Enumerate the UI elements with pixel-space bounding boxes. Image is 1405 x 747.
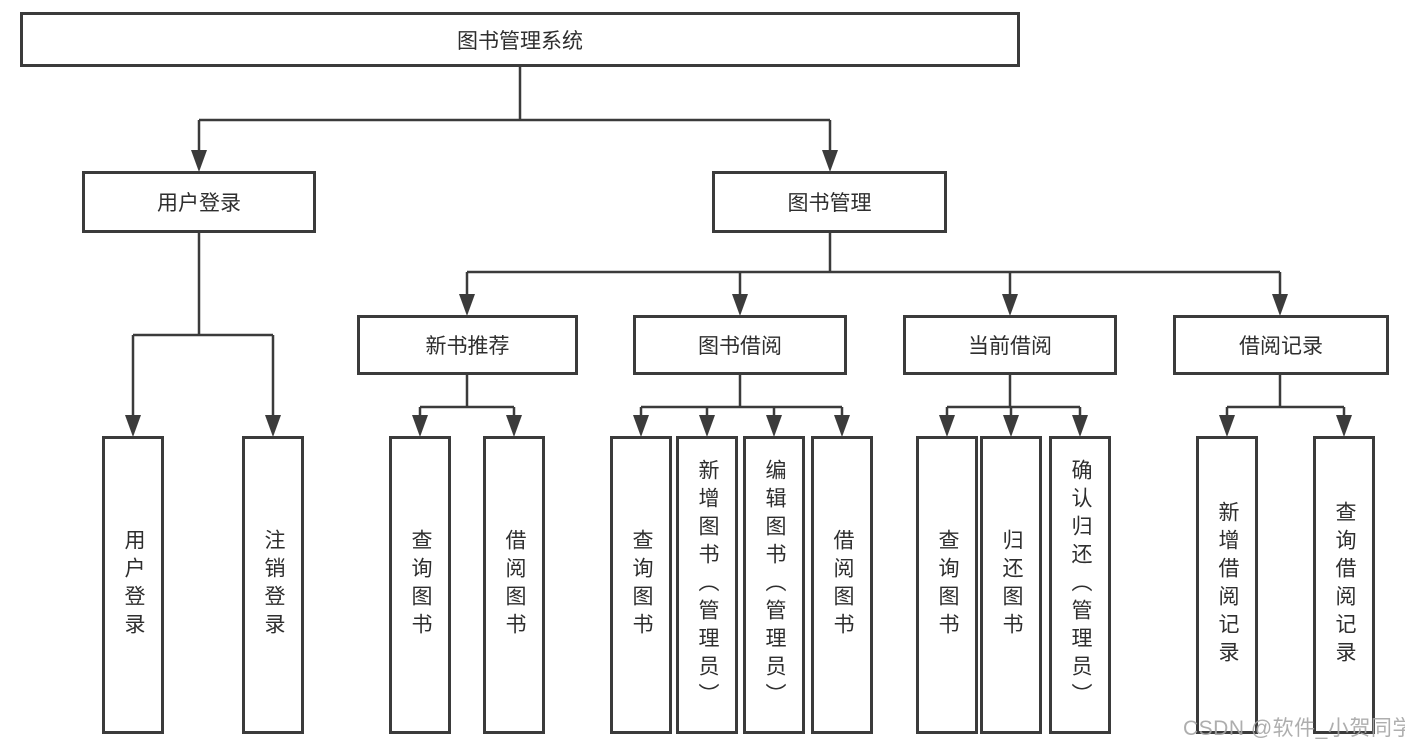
leaf-borrow-book-borrow-label: 借阅图书 [831, 529, 855, 641]
node-book-mgmt-label: 图书管理 [787, 192, 872, 215]
arrowhead-icon [1336, 415, 1352, 437]
arrowhead-icon [1272, 294, 1288, 316]
arrowhead-icon [834, 415, 850, 437]
leaf-query-book-current-label: 查询图书 [936, 529, 960, 641]
leaf-query-book-rec: 查询图书 [389, 436, 451, 734]
arrowhead-icon [191, 150, 207, 172]
leaf-return-book: 归还图书 [980, 436, 1042, 734]
arrowhead-icon [699, 415, 715, 437]
node-book-borrow-label: 图书借阅 [698, 335, 782, 358]
leaf-borrow-book-rec: 借阅图书 [483, 436, 545, 734]
node-borrow-record-label: 借阅记录 [1239, 335, 1323, 358]
leaf-query-book-borrow: 查询图书 [610, 436, 672, 734]
node-current-borrow-label: 当前借阅 [968, 335, 1052, 358]
arrowhead-icon [125, 415, 141, 437]
leaf-logout-label: 注销登录 [262, 529, 286, 641]
leaf-query-record-label: 查询借阅记录 [1333, 501, 1357, 669]
arrowhead-icon [265, 415, 281, 437]
leaf-query-book-current: 查询图书 [916, 436, 978, 734]
leaf-query-book-rec-label: 查询图书 [409, 529, 433, 641]
leaf-confirm-return-label: 确认归还（管理员） [1069, 459, 1093, 711]
leaf-query-record: 查询借阅记录 [1313, 436, 1375, 734]
node-user-login-label: 用户登录 [157, 192, 241, 215]
arrowhead-icon [1072, 415, 1088, 437]
arrowhead-icon [412, 415, 428, 437]
node-new-book-rec-label: 新书推荐 [425, 335, 510, 358]
arrowhead-icon [633, 415, 649, 437]
leaf-add-book: 新增图书（管理员） [676, 436, 738, 734]
arrowhead-icon [1219, 415, 1235, 437]
leaf-edit-book: 编辑图书（管理员） [743, 436, 805, 734]
leaf-user-login: 用户登录 [102, 436, 164, 734]
leaf-add-record: 新增借阅记录 [1196, 436, 1258, 734]
leaf-add-record-label: 新增借阅记录 [1216, 501, 1240, 669]
leaf-add-book-label: 新增图书（管理员） [696, 459, 720, 711]
arrowhead-icon [939, 415, 955, 437]
node-root-label: 图书管理系统 [457, 29, 583, 53]
node-book-mgmt: 图书管理 [712, 171, 947, 233]
leaf-user-login-label: 用户登录 [122, 529, 146, 641]
leaf-borrow-book-rec-label: 借阅图书 [503, 529, 527, 641]
leaf-borrow-book-borrow: 借阅图书 [811, 436, 873, 734]
arrowhead-icon [732, 294, 748, 316]
node-new-book-rec: 新书推荐 [357, 315, 578, 375]
arrowhead-icon [459, 294, 475, 316]
arrowhead-icon [1002, 294, 1018, 316]
node-current-borrow: 当前借阅 [903, 315, 1117, 375]
arrowhead-icon [1003, 415, 1019, 437]
leaf-edit-book-label: 编辑图书（管理员） [763, 459, 787, 711]
arrowhead-icon [766, 415, 782, 437]
arrowhead-icon [506, 415, 522, 437]
arrowhead-icon [822, 150, 838, 172]
node-book-borrow: 图书借阅 [633, 315, 847, 375]
node-borrow-record: 借阅记录 [1173, 315, 1389, 375]
csdn-watermark: CSDN @软件_小贺同学 [1183, 717, 1405, 740]
node-root: 图书管理系统 [20, 12, 1020, 67]
leaf-return-book-label: 归还图书 [1000, 529, 1024, 641]
leaf-confirm-return: 确认归还（管理员） [1049, 436, 1111, 734]
leaf-query-book-borrow-label: 查询图书 [630, 529, 654, 641]
node-user-login: 用户登录 [82, 171, 316, 233]
leaf-logout: 注销登录 [242, 436, 304, 734]
